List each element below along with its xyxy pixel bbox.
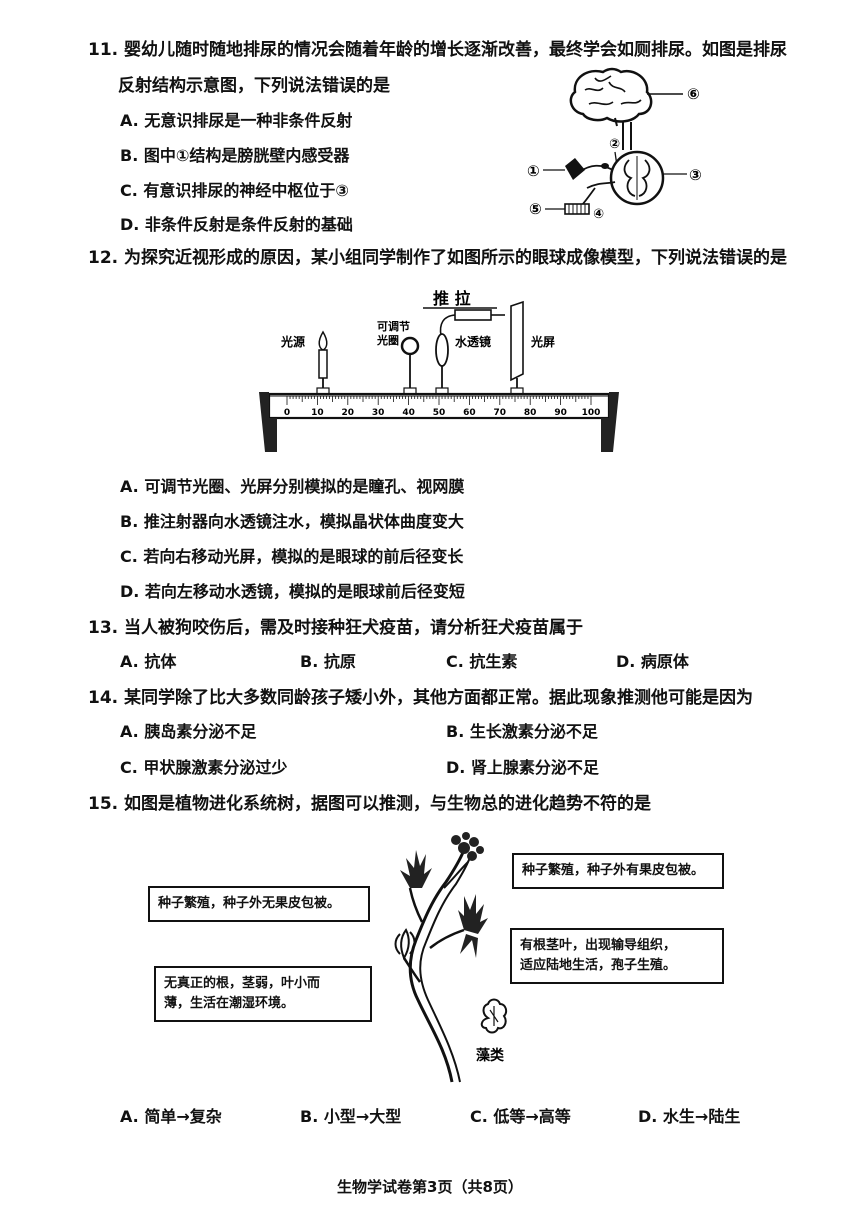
ruler-tick-labels: 0 10 20 30 40 50 60 70 80 90 100 (284, 408, 601, 418)
ruler-tick-label: 20 (342, 408, 355, 418)
algae-label: 藻类 (476, 1047, 505, 1064)
syringe-icon (454, 309, 492, 321)
ruler-tick-label: 30 (372, 408, 385, 418)
ruler-tick-label: 40 (402, 408, 415, 418)
evolution-tree-figure: 藻类 (360, 830, 540, 1092)
fern-box-line1: 有根茎叶，出现输导组织， (520, 938, 677, 953)
gymnosperm-box: 种子繁殖，种子外无果皮包被。 (148, 886, 370, 922)
q12-stem: 12. 为探究近视形成的原因，某小组同学制作了如图所示的眼球成像模型，下列说法错… (88, 248, 788, 268)
ruler-tick-label: 90 (554, 408, 567, 418)
eye-model-figure: 推 拉 光源 可调节 光圈 水透镜 光屏 (255, 284, 625, 456)
q13-option-a: A. 抗体 (120, 652, 177, 671)
ruler-tick-label: 10 (311, 408, 324, 418)
ruler-tick-label: 100 (582, 408, 601, 418)
q14-option-b: B. 生长激素分泌不足 (446, 722, 598, 741)
conifer-plant-icon (400, 850, 432, 888)
q11-option-c: C. 有意识排尿的神经中枢位于③ (120, 181, 349, 200)
ruler-tick-label: 80 (524, 408, 537, 418)
moss-plant-icon (394, 928, 416, 961)
tree-trunk (408, 849, 466, 1083)
q12-option-b: B. 推注射器向水透镜注水，模拟晶状体曲度变大 (120, 512, 464, 531)
fern-plant-icon (458, 894, 488, 958)
q15-option-b: B. 小型→大型 (300, 1107, 402, 1126)
page-footer: 生物学试卷第3页（共8页） (337, 1178, 523, 1196)
label-2: ② (609, 137, 620, 152)
screen-label: 光屏 (530, 334, 555, 349)
q15-option-c: C. 低等→高等 (470, 1107, 571, 1126)
ruler-tick-label: 60 (463, 408, 476, 418)
q13-option-d: D. 病原体 (616, 652, 689, 671)
fern-box: 有根茎叶，出现输导组织， 适应陆地生活，孢子生殖。 (510, 928, 724, 984)
angiosperm-box: 种子繁殖，种子外有果皮包被。 (512, 853, 724, 889)
q14-option-d: D. 肾上腺素分泌不足 (446, 758, 599, 777)
q13-stem: 13. 当人被狗咬伤后，需及时接种狂犬疫苗，请分析狂犬疫苗属于 (88, 618, 584, 638)
q13-option-b: B. 抗原 (300, 652, 356, 671)
ruler-tick-label: 70 (494, 408, 507, 418)
q11-option-a: A. 无意识排尿是一种非条件反射 (120, 111, 353, 130)
label-5: ⑤ (529, 200, 542, 218)
brain-icon (569, 67, 653, 123)
ruler-ticks (286, 396, 592, 405)
label-3: ③ (689, 166, 702, 184)
flower-plant-icon (451, 832, 484, 861)
moss-box-line2: 薄，生活在潮湿环境。 (164, 996, 295, 1011)
q15-stem: 15. 如图是植物进化系统树，据图可以推测，与生物总的进化趋势不符的是 (88, 794, 652, 814)
label-6: ⑥ (687, 85, 700, 103)
water-lens-label: 水透镜 (455, 334, 491, 349)
fern-box-line2: 适应陆地生活，孢子生殖。 (520, 958, 677, 973)
candle-flame-icon (318, 330, 328, 351)
push-pull-label: 推 拉 (433, 289, 471, 308)
q14-option-c: C. 甲状腺激素分泌过少 (120, 758, 288, 777)
q14-option-a: A. 胰岛素分泌不足 (120, 722, 257, 741)
q11-option-b: B. 图中①结构是膀胱壁内感受器 (120, 146, 350, 165)
q14-stem: 14. 某同学除了比大多数同龄孩子矮小外，其他方面都正常。据此现象推测他可能是因… (88, 688, 754, 708)
water-lens-icon (435, 333, 449, 367)
screen-icon (510, 300, 524, 382)
q15-option-d: D. 水生→陆生 (638, 1107, 741, 1126)
q11-stem-line2: 反射结构示意图，下列说法错误的是 (118, 76, 390, 96)
moss-box: 无真正的根，茎弱，叶小而 薄，生活在潮湿环境。 (154, 966, 372, 1022)
q12-option-d: D. 若向左移动水透镜，模拟的是眼球前后径变短 (120, 582, 465, 601)
aperture-label-2: 光圈 (376, 333, 399, 347)
q11-option-d: D. 非条件反射是条件反射的基础 (120, 215, 353, 234)
aperture-label-1: 可调节 (377, 319, 410, 333)
q15-option-a: A. 简单→复杂 (120, 1107, 222, 1126)
receptor-icon (565, 158, 585, 180)
moss-box-line1: 无真正的根，茎弱，叶小而 (164, 976, 321, 991)
label-4: ④ (593, 207, 604, 222)
q13-option-c: C. 抗生素 (446, 652, 518, 671)
label-1: ① (527, 162, 540, 180)
q12-option-a: A. 可调节光圈、光屏分别模拟的是瞳孔、视网膜 (120, 477, 465, 496)
light-source-label: 光源 (280, 334, 305, 349)
reflex-arc-figure: ⑥ ② ① ③ ⑤ (525, 60, 725, 228)
aperture-icon (400, 336, 420, 356)
ruler-tick-label: 0 (284, 408, 290, 418)
ruler-tick-label: 50 (433, 408, 446, 418)
q12-option-c: C. 若向右移动光屏，模拟的是眼球的前后径变长 (120, 547, 464, 566)
q11-stem-line1: 11. 婴幼儿随时随地排尿的情况会随着年龄的增长逐渐改善，最终学会如厕排尿。如图… (88, 40, 788, 60)
